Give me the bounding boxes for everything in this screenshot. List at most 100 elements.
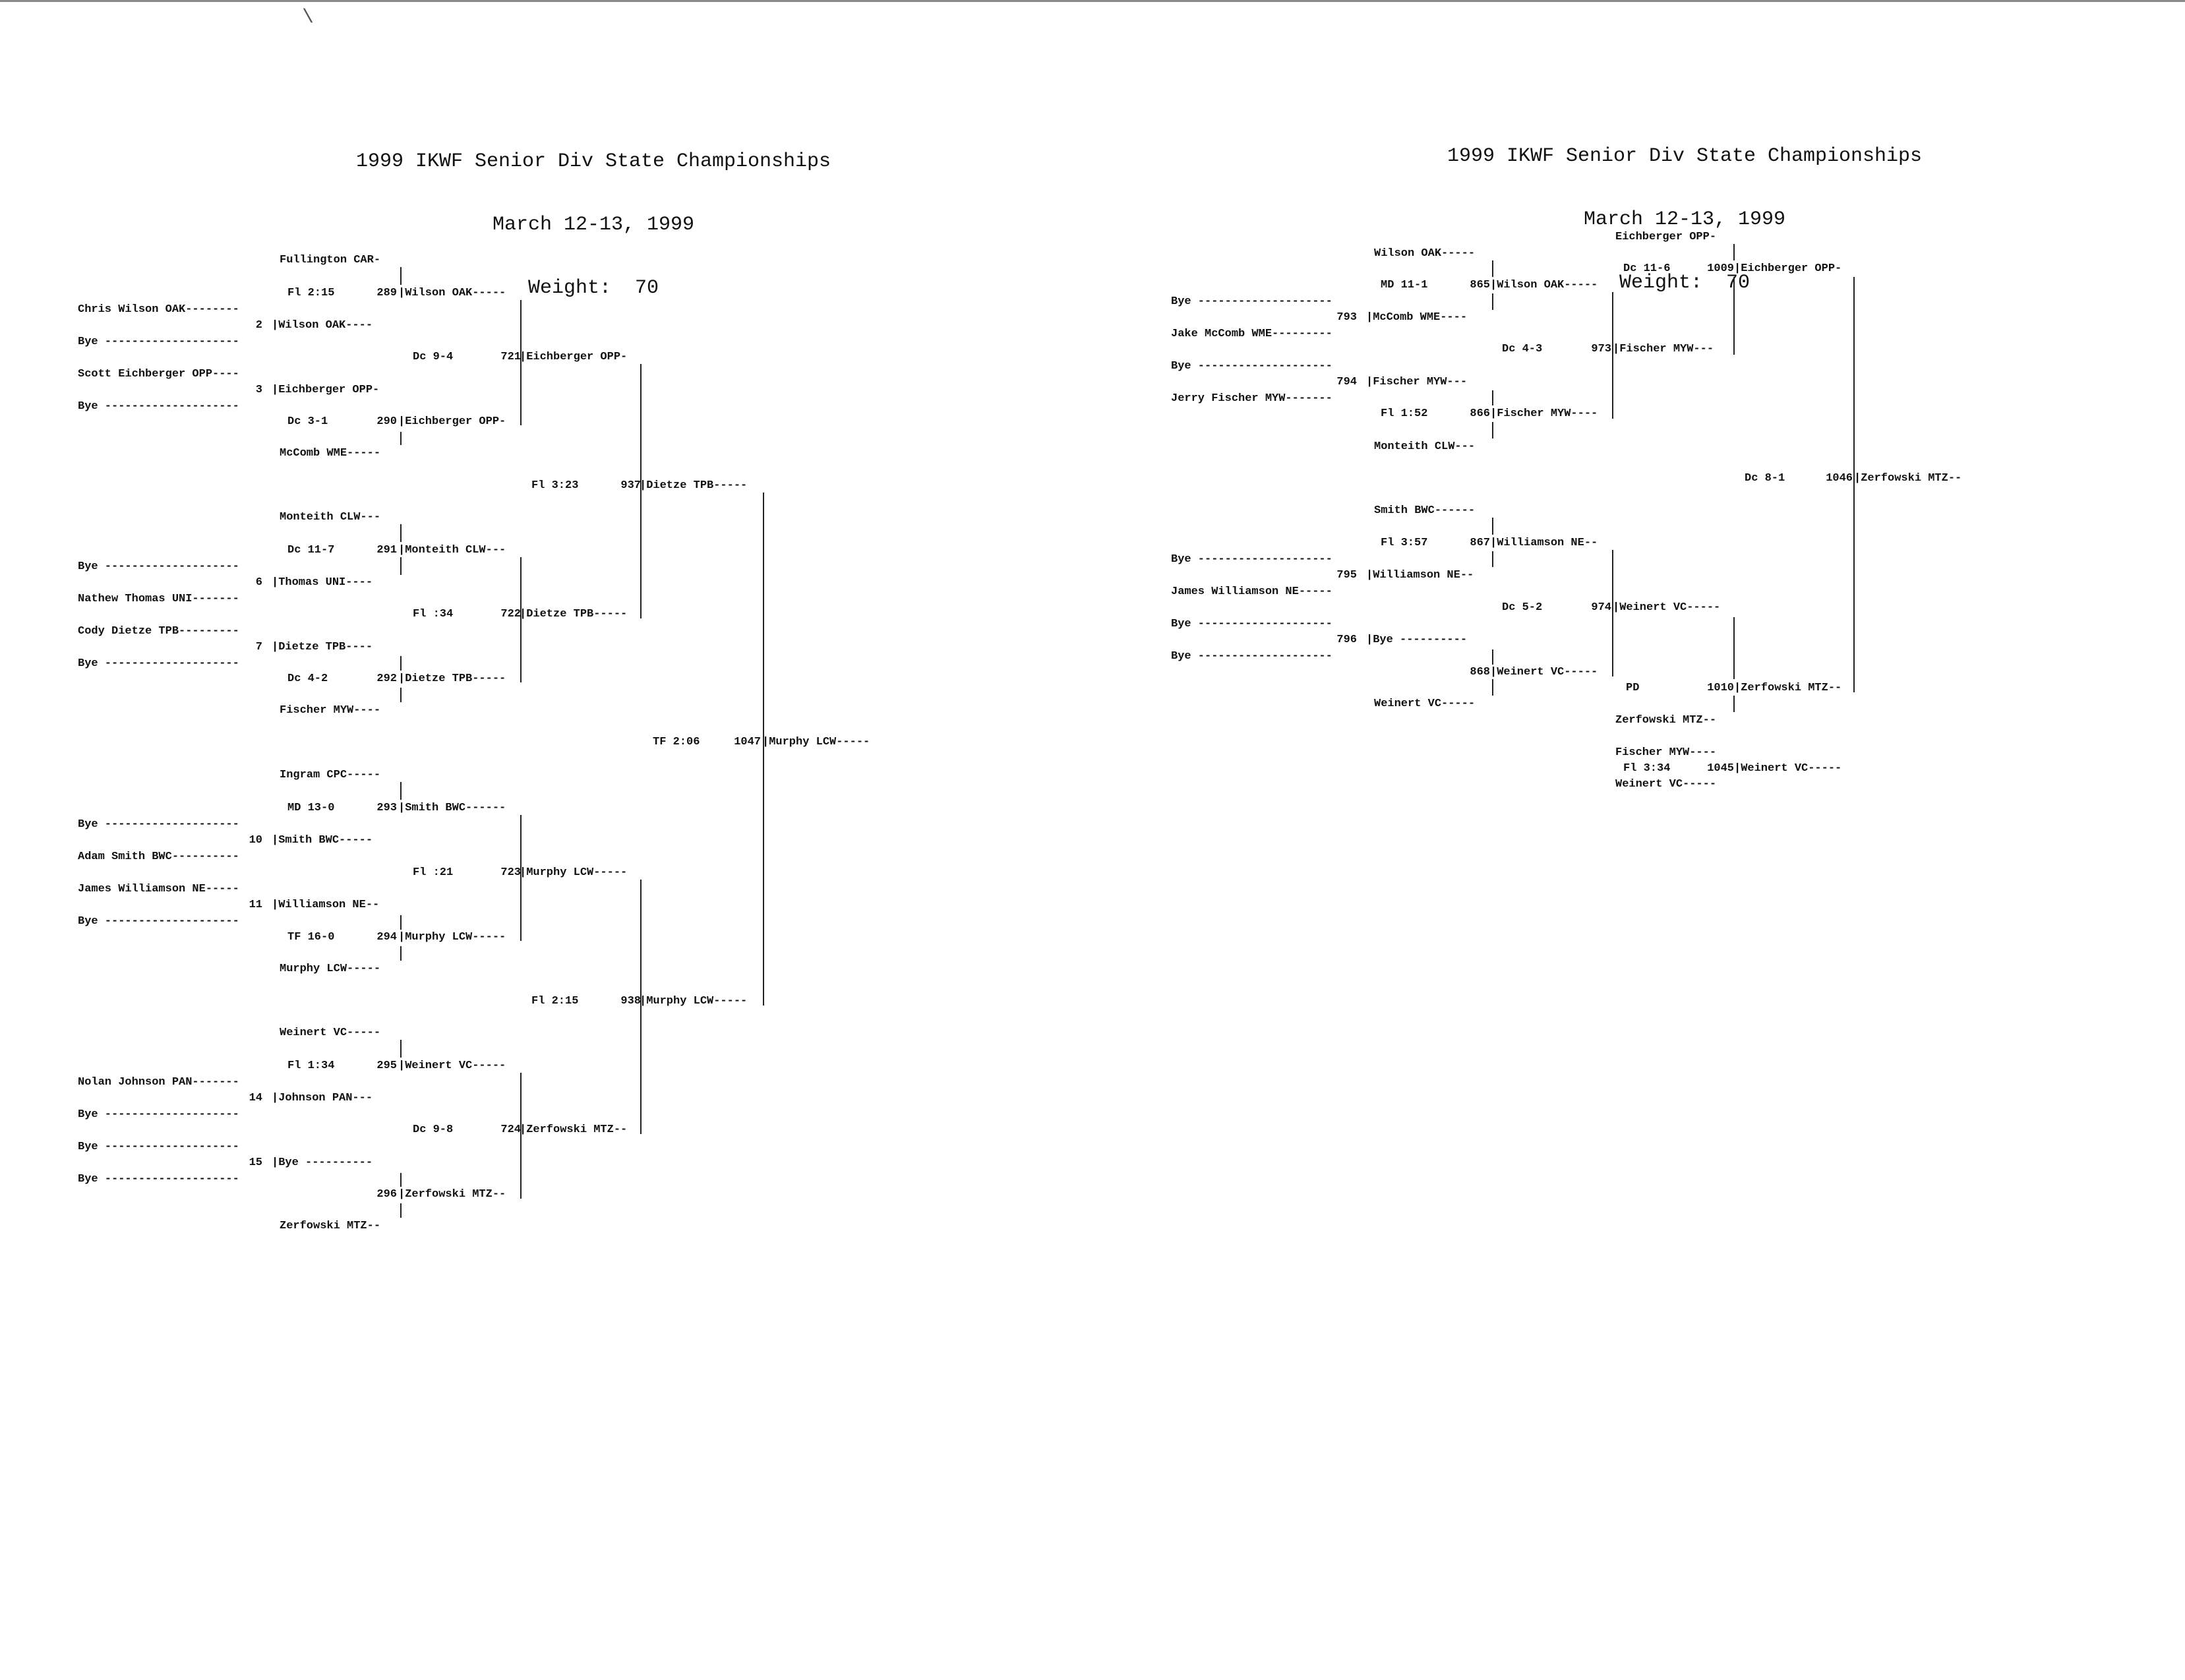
entry: Fischer MYW----	[1615, 746, 1717, 759]
entry: Bye --------------------	[78, 915, 239, 928]
bout-number: 292	[376, 673, 397, 685]
bout-number: 1046	[1826, 472, 1853, 485]
match-result: Dc 11-6	[1623, 262, 1671, 275]
match-result: Fl :34	[413, 608, 454, 620]
match-result: Fl 1:34	[287, 1060, 335, 1072]
bout-number: 294	[376, 931, 397, 944]
match-result: Fl 3:57	[1381, 537, 1428, 549]
scan-mark: \	[302, 7, 314, 29]
entry: Jerry Fischer MYW-------	[1171, 392, 1332, 405]
entry: Bye --------------------	[78, 1108, 239, 1121]
winner: |Zerfowski MTZ--	[1734, 682, 1842, 694]
entry: Bye --------------------	[78, 400, 239, 413]
right-header: 1999 IKWF Senior Div State Championships…	[1421, 104, 1948, 315]
winner: |Eichberger OPP-	[520, 351, 628, 363]
winner: |Weinert VC-----	[1734, 762, 1842, 775]
bout-number: 1010	[1707, 682, 1734, 694]
left-title: 1999 IKWF Senior Div State Championships	[355, 150, 831, 173]
match-result: Fl :21	[413, 866, 454, 879]
bout-number: 296	[376, 1188, 397, 1201]
bout-number: 866	[1470, 407, 1490, 420]
match-result: Dc 8-1	[1745, 472, 1785, 485]
left-weight: Weight: 70	[527, 277, 659, 299]
bout-number: 938	[620, 995, 641, 1007]
bout-number: 7	[255, 641, 262, 653]
winner: |Dietze TPB-----	[398, 673, 506, 685]
winner: |Eichberger OPP-	[1734, 262, 1842, 275]
bout-number: 973	[1591, 343, 1611, 355]
seeded-entry: Zerfowski MTZ--	[280, 1220, 381, 1232]
match-result: Dc 11-7	[287, 544, 335, 556]
bout-number: 794	[1336, 376, 1357, 388]
entry: Nolan Johnson PAN-------	[78, 1076, 239, 1089]
entry: Nathew Thomas UNI-------	[78, 593, 239, 605]
scan-top-edge	[0, 0, 2185, 2]
winner: |Williamson NE--	[1366, 569, 1474, 582]
bout-number: 2	[255, 319, 262, 332]
winner: |Wilson OAK-----	[398, 287, 506, 299]
bout-number: 6	[255, 576, 262, 589]
final-result: TF 2:06	[653, 736, 700, 748]
bout-number: 867	[1470, 537, 1490, 549]
winner: |Dietze TPB----	[272, 641, 373, 653]
match-result: MD 13-0	[287, 802, 335, 814]
entry: Adam Smith BWC----------	[78, 851, 239, 863]
entry: Weinert VC-----	[1615, 778, 1717, 791]
winner: |Dietze TPB-----	[640, 479, 748, 492]
left-date: March 12-13, 1999	[492, 214, 695, 236]
winner: |Wilson OAK-----	[1490, 279, 1598, 291]
winner: |Smith BWC-----	[272, 834, 373, 847]
entry: Bye --------------------	[1171, 650, 1332, 663]
bout-number: 793	[1336, 311, 1357, 324]
seeded-entry: Monteith CLW---	[1374, 440, 1476, 453]
seeded-entry: Wilson OAK-----	[1374, 247, 1476, 260]
bout-number: 865	[1470, 279, 1490, 291]
winner: |Murphy LCW-----	[520, 866, 628, 879]
winner: |Dietze TPB-----	[520, 608, 628, 620]
seeded-entry: Weinert VC-----	[1374, 698, 1476, 710]
bout-number: 724	[500, 1124, 521, 1136]
entry: Bye --------------------	[1171, 553, 1332, 566]
match-result: Fl 2:15	[287, 287, 335, 299]
entry: Bye --------------------	[1171, 360, 1332, 373]
champion: |Murphy LCW-----	[762, 736, 870, 748]
match-result: Fl 1:52	[1381, 407, 1428, 420]
winner: |Eichberger OPP-	[272, 384, 380, 396]
winner: |Murphy LCW-----	[398, 931, 506, 944]
bout-number: 868	[1470, 666, 1490, 678]
bout-number: 1009	[1707, 262, 1734, 275]
winner: |Wilson OAK----	[272, 319, 373, 332]
bout-number: 291	[376, 544, 397, 556]
winner: |Fischer MYW---	[1613, 343, 1714, 355]
entry: Bye --------------------	[78, 818, 239, 831]
bout-number: 293	[376, 802, 397, 814]
seeded-entry: McComb WME-----	[280, 447, 381, 460]
winner: |Williamson NE--	[272, 899, 380, 911]
entry: Jake McComb WME---------	[1171, 328, 1332, 340]
right-date: March 12-13, 1999	[1583, 208, 1786, 231]
bout-number: 796	[1336, 634, 1357, 646]
entry: Bye --------------------	[78, 1141, 239, 1153]
match-result: MD 11-1	[1381, 279, 1428, 291]
final-bout-number: 1047	[734, 736, 761, 748]
winner: |Weinert VC-----	[1490, 666, 1598, 678]
bout-number: 937	[620, 479, 641, 492]
entry: Bye --------------------	[1171, 618, 1332, 630]
match-result: Fl 3:23	[531, 479, 579, 492]
bout-number: 14	[249, 1092, 262, 1104]
entry: Bye --------------------	[78, 336, 239, 348]
bout-number: 295	[376, 1060, 397, 1072]
seeded-entry: Fischer MYW----	[280, 704, 381, 717]
match-result: Fl 3:34	[1623, 762, 1671, 775]
seeded-entry: Fullington CAR-	[280, 254, 381, 266]
left-header: 1999 IKWF Senior Div State Championships…	[330, 109, 857, 320]
seeded-entry: Monteith CLW---	[280, 511, 381, 524]
bout-number: 10	[249, 834, 262, 847]
winner: |Smith BWC------	[398, 802, 506, 814]
winner: |Murphy LCW-----	[640, 995, 748, 1007]
bout-number: 795	[1336, 569, 1357, 582]
bout-number: 722	[500, 608, 521, 620]
bout-number: 723	[500, 866, 521, 879]
bout-number: 290	[376, 415, 397, 428]
